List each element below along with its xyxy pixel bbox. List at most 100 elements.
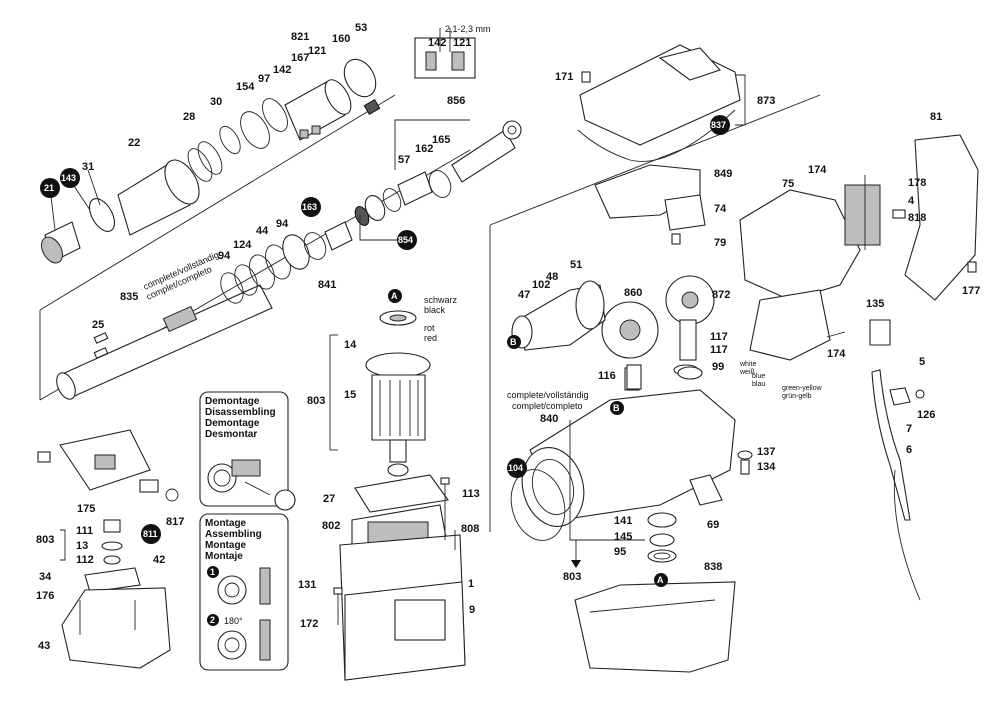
- motor-assembly: [329, 310, 466, 681]
- label-137: 137: [757, 446, 775, 458]
- callout-21: 21: [44, 183, 54, 193]
- label-821: 821: [291, 31, 309, 43]
- disassembly-box: Demontage Disassembling Demontage Desmon…: [199, 391, 296, 511]
- assembly-line-3: Montage: [205, 540, 247, 551]
- dimension-detail: 2,1-2,3 mm 142 121: [414, 24, 491, 79]
- label-121: 121: [308, 45, 326, 57]
- chuck-labels: 821 142 167 121 160 53 97 154 30 28 22 3…: [82, 22, 465, 331]
- label-116: 116: [598, 370, 616, 382]
- label-177: 177: [962, 285, 980, 297]
- label-840: 840: [540, 413, 558, 425]
- label-red: red: [424, 333, 437, 343]
- label-111: 111: [76, 525, 93, 537]
- label-142: 142: [273, 64, 291, 76]
- label-113: 113: [462, 488, 480, 500]
- label-102: 102: [532, 279, 550, 291]
- brush-labels: 175 817 111 803 13 112 42 34 176 43: [36, 503, 184, 652]
- label-6: 6: [906, 444, 912, 456]
- label-22: 22: [128, 137, 140, 149]
- disassembly-line-1: Demontage: [205, 396, 260, 407]
- label-126: 126: [917, 409, 935, 421]
- label-74: 74: [714, 203, 727, 215]
- callout-B-left: B: [510, 337, 517, 347]
- label-835: 835: [120, 291, 138, 303]
- label-43: 43: [38, 640, 50, 652]
- brush-holder-assembly: [37, 429, 179, 669]
- disassembly-line-3: Demontage: [205, 418, 260, 429]
- label-803-brush: 803: [36, 534, 54, 546]
- label-weiss: weiß: [739, 369, 755, 376]
- label-838: 838: [704, 561, 722, 573]
- label-97: 97: [258, 73, 270, 85]
- label-79: 79: [714, 237, 726, 249]
- label-30: 30: [210, 96, 222, 108]
- label-802: 802: [322, 520, 340, 532]
- label-160: 160: [332, 33, 350, 45]
- label-44: 44: [256, 225, 269, 237]
- disassembly-line-4: Desmontar: [205, 429, 257, 440]
- label-872: 872: [712, 289, 730, 301]
- label-white: white: [739, 361, 756, 368]
- angle-label: 180°: [224, 616, 243, 626]
- label-99: 99: [712, 361, 724, 373]
- callout-811: 811: [143, 529, 158, 539]
- label-94-top: 94: [276, 218, 289, 230]
- label-28: 28: [183, 111, 195, 123]
- label-27: 27: [323, 493, 335, 505]
- label-15: 15: [344, 389, 356, 401]
- label-gruen-gelb: grün-gelb: [782, 393, 812, 400]
- callout-A-top: A: [391, 291, 398, 301]
- label-860: 860: [624, 287, 642, 299]
- label-174-bottom: 174: [827, 348, 846, 360]
- label-174-top: 174: [808, 164, 827, 176]
- label-873: 873: [757, 95, 775, 107]
- label-818: 818: [908, 212, 926, 224]
- label-808: 808: [461, 523, 479, 535]
- assembly-box: Montage Assembling Montage Montaje 1 2 1…: [199, 513, 289, 671]
- label-blue: blue: [752, 373, 765, 380]
- label-69: 69: [707, 519, 719, 531]
- dim-142: 142: [428, 37, 446, 49]
- label-31: 31: [82, 161, 94, 173]
- assembly-line-1: Montage: [205, 518, 247, 529]
- label-rot: rot: [424, 323, 435, 333]
- chuck-assembly: [39, 58, 522, 401]
- label-13: 13: [76, 540, 88, 552]
- label-95: 95: [614, 546, 626, 558]
- label-blau: blau: [752, 381, 765, 388]
- label-162: 162: [415, 143, 433, 155]
- label-57: 57: [398, 154, 410, 166]
- label-135: 135: [866, 298, 884, 310]
- label-42: 42: [153, 554, 165, 566]
- dim-label: 2,1-2,3 mm: [445, 24, 491, 34]
- callout-163: 163: [302, 202, 317, 212]
- label-1: 1: [468, 578, 474, 590]
- label-75: 75: [782, 178, 794, 190]
- label-green-yellow: green-yellow: [782, 385, 823, 392]
- label-48: 48: [546, 271, 558, 283]
- label-141: 141: [614, 515, 632, 527]
- gear-housing-assembly: [489, 44, 979, 673]
- label-176: 176: [36, 590, 54, 602]
- assembly-line-2: Assembling: [205, 529, 262, 540]
- label-165: 165: [432, 134, 450, 146]
- assembly-step-2: 2: [210, 615, 215, 625]
- circled-callouts: 21 143 163 854 837 104 811 A A B B: [40, 115, 730, 587]
- label-9: 9: [469, 604, 475, 616]
- label-154: 154: [236, 81, 255, 93]
- label-schwarz: schwarz: [424, 295, 458, 305]
- label-34: 34: [39, 571, 52, 583]
- gear-housing-labels: 171 873 849 74 79 81 174 75 178 4 818 17…: [507, 71, 980, 583]
- label-131: 131: [298, 579, 316, 591]
- label-171: 171: [555, 71, 573, 83]
- label-25: 25: [92, 319, 104, 331]
- label-817: 817: [166, 516, 184, 528]
- label-841: 841: [318, 279, 336, 291]
- label-14: 14: [344, 339, 357, 351]
- label-803-gear: 803: [563, 571, 581, 583]
- label-134: 134: [757, 461, 776, 473]
- assembly-step-1: 1: [210, 567, 215, 577]
- label-175: 175: [77, 503, 95, 515]
- label-117-b: 117: [710, 344, 728, 356]
